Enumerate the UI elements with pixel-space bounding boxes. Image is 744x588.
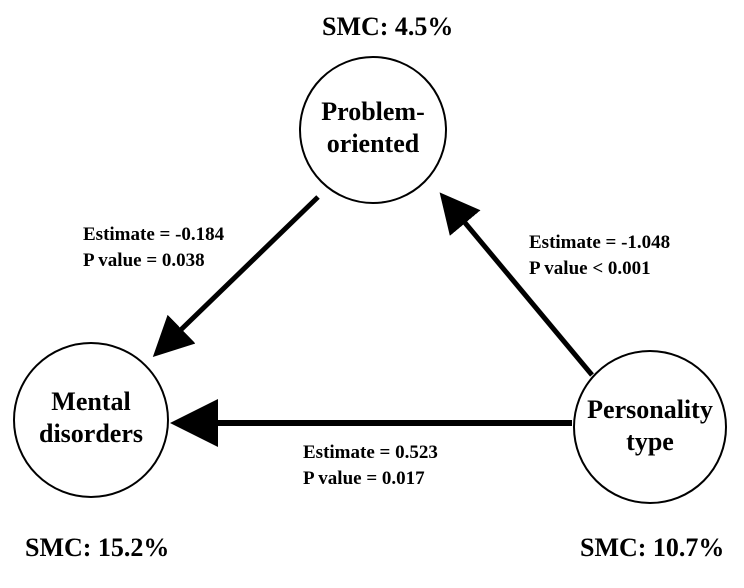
smc-label-personality-type: SMC: 10.7% <box>580 533 725 562</box>
node-mental-disorders <box>13 342 169 498</box>
arrow-personality-to-problem <box>439 192 594 377</box>
node-label-line1: Personality <box>587 395 713 424</box>
node-label-line2: disorders <box>39 419 143 448</box>
estimate-text: Estimate = -0.184 <box>83 224 225 245</box>
node-label-personality-type: Personality type <box>580 394 720 458</box>
path-label-personality-to-mental: Estimate = 0.523 P value = 0.017 <box>303 440 438 492</box>
smc-label-problem-oriented: SMC: 4.5% <box>322 12 454 41</box>
p-value-text: P value = 0.017 <box>303 468 425 489</box>
node-label-line1: Mental <box>51 387 131 416</box>
p-value-text: P value = 0.038 <box>83 250 205 271</box>
path-label-personality-to-problem: Estimate = -1.048 P value < 0.001 <box>529 230 670 282</box>
node-label-problem-oriented: Problem- oriented <box>303 96 443 160</box>
path-label-problem-to-mental: Estimate = -0.184 P value = 0.038 <box>83 222 224 274</box>
estimate-text: Estimate = 0.523 <box>303 442 438 463</box>
node-label-line2: type <box>626 427 674 456</box>
node-problem-oriented <box>299 56 447 204</box>
smc-label-mental-disorders: SMC: 15.2% <box>25 533 170 562</box>
arrow-problem-to-mental <box>152 195 320 357</box>
node-label-mental-disorders: Mental disorders <box>21 386 161 450</box>
p-value-text: P value < 0.001 <box>529 258 651 279</box>
node-label-line2: oriented <box>326 129 420 158</box>
estimate-text: Estimate = -1.048 <box>529 232 671 253</box>
node-label-line1: Problem- <box>321 97 425 126</box>
node-personality-type <box>573 350 727 504</box>
